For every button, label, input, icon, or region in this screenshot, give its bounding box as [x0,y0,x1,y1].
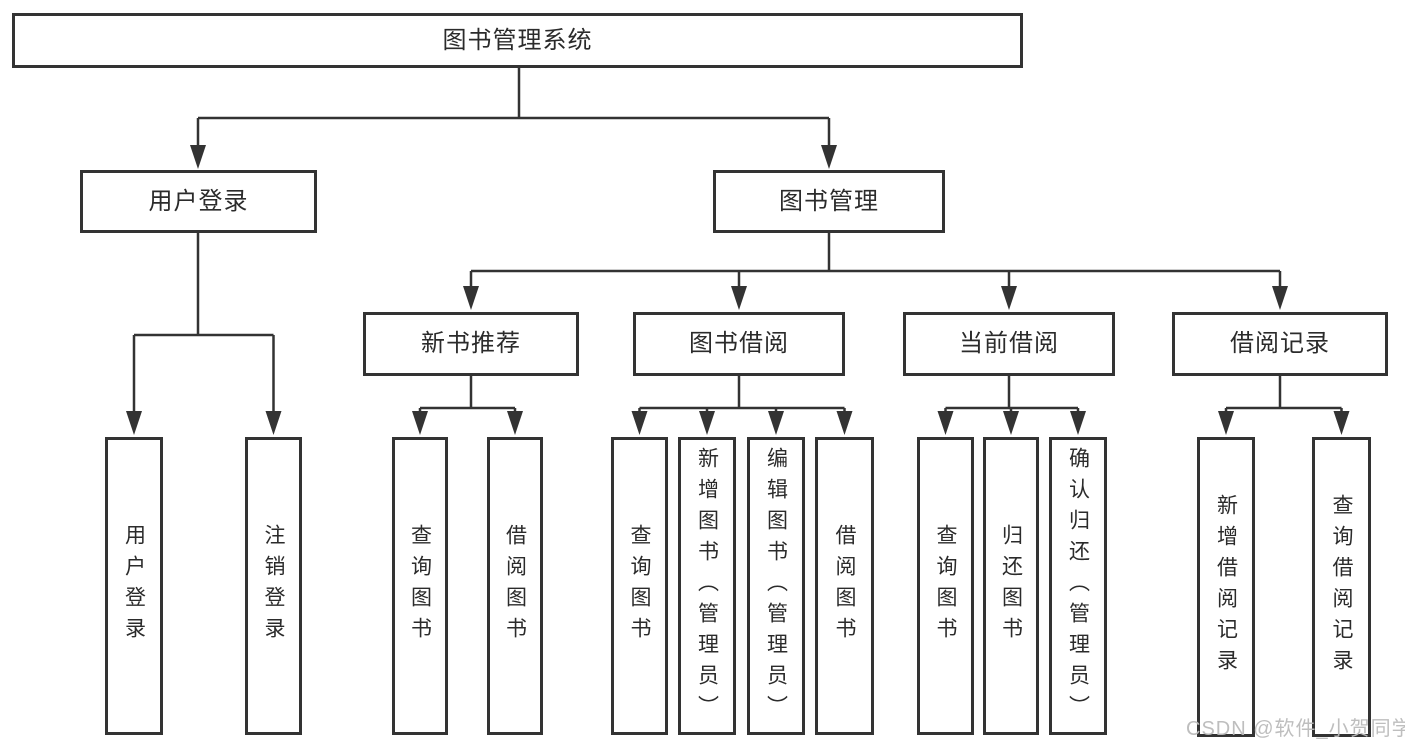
node-new-book-recommend: 新书推荐 [363,312,579,376]
node-user-login: 用户登录 [80,170,317,233]
node-leaf-query-books-current: 查询图书 [917,437,974,735]
node-leaf-edit-book-admin: 编辑图书（管理员） [747,437,805,735]
node-leaf-add-borrow-record: 新增借阅记录 [1197,437,1255,737]
connector-userlogin-to-leaves [126,233,282,435]
node-root: 图书管理系统 [12,13,1023,68]
connector-currentborrow-to-leaves [937,376,1086,435]
node-book-management: 图书管理 [713,170,945,233]
node-leaf-query-borrow-record: 查询借阅记录 [1312,437,1371,737]
watermark: CSDN @软件_小贺同学 [1186,718,1405,740]
node-leaf-logout: 注销登录 [245,437,302,735]
connector-bookborrow-to-leaves [631,376,853,435]
connector-borrowrecords-to-leaves [1218,376,1350,435]
node-borrow-records: 借阅记录 [1172,312,1388,376]
node-leaf-borrow-books: 借阅图书 [815,437,874,735]
node-leaf-query-books-borrow: 查询图书 [611,437,668,735]
node-leaf-return-book: 归还图书 [983,437,1039,735]
connector-bookmgmt-to-level3 [463,233,1288,310]
node-book-borrow: 图书借阅 [633,312,845,376]
node-leaf-user-login: 用户登录 [105,437,163,735]
node-leaf-query-books-recommend: 查询图书 [392,437,448,735]
node-leaf-add-book-admin: 新增图书（管理员） [678,437,736,735]
connector-newbook-to-leaves [412,376,523,435]
node-current-borrow: 当前借阅 [903,312,1115,376]
node-leaf-borrow-books-recommend: 借阅图书 [487,437,543,735]
connector-root-to-level2 [190,68,837,169]
node-leaf-confirm-return-admin: 确认归还（管理员） [1049,437,1107,735]
